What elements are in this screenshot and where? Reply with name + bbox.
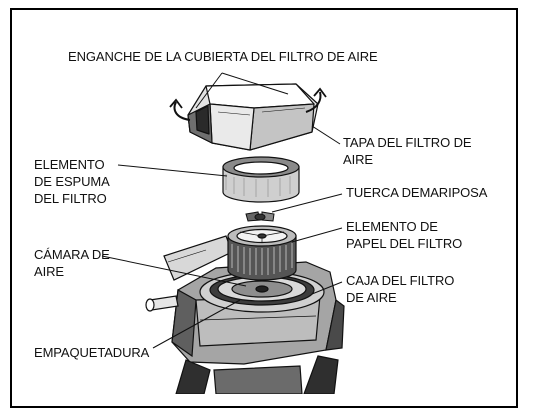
air-filter-exploded-diagram: [101, 72, 345, 394]
wing-nut: [245, 211, 275, 222]
label-air-chamber: CÁMARA DE AIRE: [34, 247, 110, 279]
leader-lines: [101, 72, 343, 349]
label-gasket: EMPAQUETADURA: [34, 345, 150, 360]
label-wing-nut: TUERCA DEMARIPOSA: [346, 185, 488, 200]
foam-element: [222, 156, 300, 203]
label-paper-element: ELEMENTO DE PAPEL DEL FILTRO: [346, 219, 463, 251]
label-foam-element: ELEMENTO DE ESPUMA DEL FILTRO: [34, 157, 110, 206]
label-filter-housing: CAJA DEL FILTRO DE AIRE: [346, 273, 455, 305]
filter-cover: [187, 83, 319, 151]
label-filter-cover: TAPA DEL FILTRO DE AIRE: [343, 135, 472, 167]
latch-release-arrows: [169, 87, 327, 121]
paper-element: [227, 225, 297, 281]
label-cover-latch: ENGANCHE DE LA CUBIERTA DEL FILTRO DE AI…: [68, 49, 378, 64]
